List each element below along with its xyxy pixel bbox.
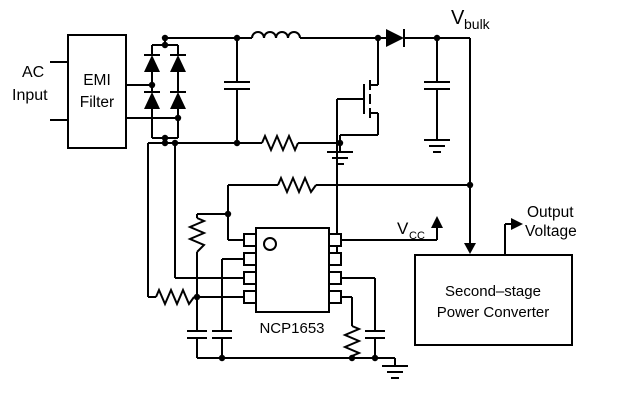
output-arrow: [511, 218, 523, 230]
ground-bottom: [382, 365, 408, 379]
wiring: [50, 37, 512, 366]
input-capacitor: [224, 81, 250, 90]
pin6-branch: [341, 277, 376, 358]
bridge-diode-2: [144, 92, 160, 109]
resistor-divider: [187, 217, 207, 253]
second-stage-converter: Second–stage Power Converter: [414, 254, 573, 346]
resistor-sense: [155, 287, 195, 307]
capacitor-mid: [212, 330, 232, 339]
mosfet-source-lead: [339, 112, 379, 152]
emi-filter-label-line1: EMI: [83, 72, 111, 89]
capacitor-right: [365, 330, 385, 339]
vcc-label: V CC: [397, 219, 425, 242]
vcc-wire: [341, 228, 438, 241]
ic-pin-5: [328, 290, 342, 304]
gate-drive-line: [336, 98, 364, 253]
output-label-line2: Voltage: [525, 223, 577, 240]
bridge-diode-1: [144, 55, 160, 72]
vcc-subscript: CC: [409, 230, 425, 242]
ncp1653-ic: NCP1653: [243, 227, 342, 337]
output-label-line1: Output: [527, 204, 574, 221]
bottom-common-wire: [197, 357, 396, 366]
ic-pin-2: [243, 252, 257, 266]
ic-pin-1: [243, 233, 257, 247]
ac-input-label: AC Input: [12, 64, 48, 104]
ic-pin-8: [328, 233, 342, 247]
capacitor-left: [187, 330, 207, 339]
boost-inductor: [251, 31, 301, 39]
bridge-rectifier: [144, 54, 186, 109]
ic-pin-4: [243, 290, 257, 304]
junction-dots: [148, 34, 474, 362]
vcc-arrow: [431, 216, 443, 228]
vcontrol-branch: [221, 258, 244, 358]
vcc-symbol: V: [397, 219, 409, 238]
bridge-diode-4: [170, 92, 186, 109]
resistor-feedback: [277, 175, 317, 195]
emi-filter-label-line2: Filter: [80, 94, 114, 111]
converter-label-line2: Power Converter: [437, 304, 550, 321]
ic-label: NCP1653: [259, 320, 324, 337]
mosfet: [363, 80, 371, 118]
resistor-rail: [261, 133, 299, 153]
boost-diode: [386, 29, 405, 47]
resistor-ground: [342, 325, 362, 357]
vbulk-label: V bulk: [451, 7, 491, 32]
vbulk-symbol: V: [451, 7, 465, 29]
divider-branch: [196, 213, 228, 358]
output-voltage-label: Output Voltage: [525, 204, 577, 240]
ic-pin-6: [328, 271, 342, 285]
output-wire: [504, 223, 512, 255]
emi-filter: EMI Filter: [67, 34, 127, 149]
ic-pin1-indicator: [263, 237, 277, 251]
bridge-diode-3: [170, 55, 186, 72]
converter-label-line1: Second–stage: [445, 283, 541, 300]
vbulk-subscript: bulk: [464, 16, 491, 32]
emi-filter-box: [67, 34, 127, 149]
ac-input-label-line2: Input: [12, 87, 48, 104]
ground-mosfet: [327, 151, 353, 165]
mosfet-drain-lead: [370, 38, 379, 86]
ground-bulk: [424, 139, 450, 153]
bulk-capacitor: [424, 81, 450, 90]
converter-box: [414, 254, 573, 346]
ic-pin-7: [328, 252, 342, 266]
ic-pin-3: [243, 271, 257, 285]
converter-input-arrow: [464, 243, 476, 254]
ac-input-label-line1: AC: [22, 64, 44, 81]
